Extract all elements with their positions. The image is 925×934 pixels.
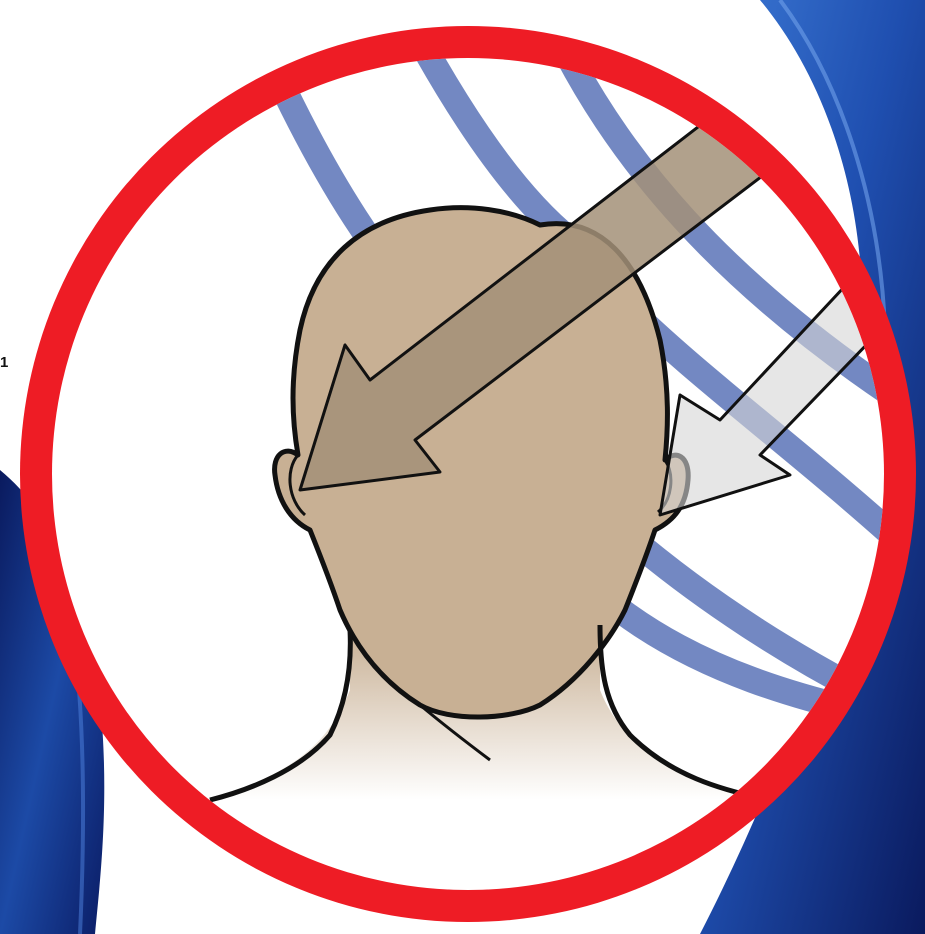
stray-label: 1 xyxy=(0,354,8,372)
